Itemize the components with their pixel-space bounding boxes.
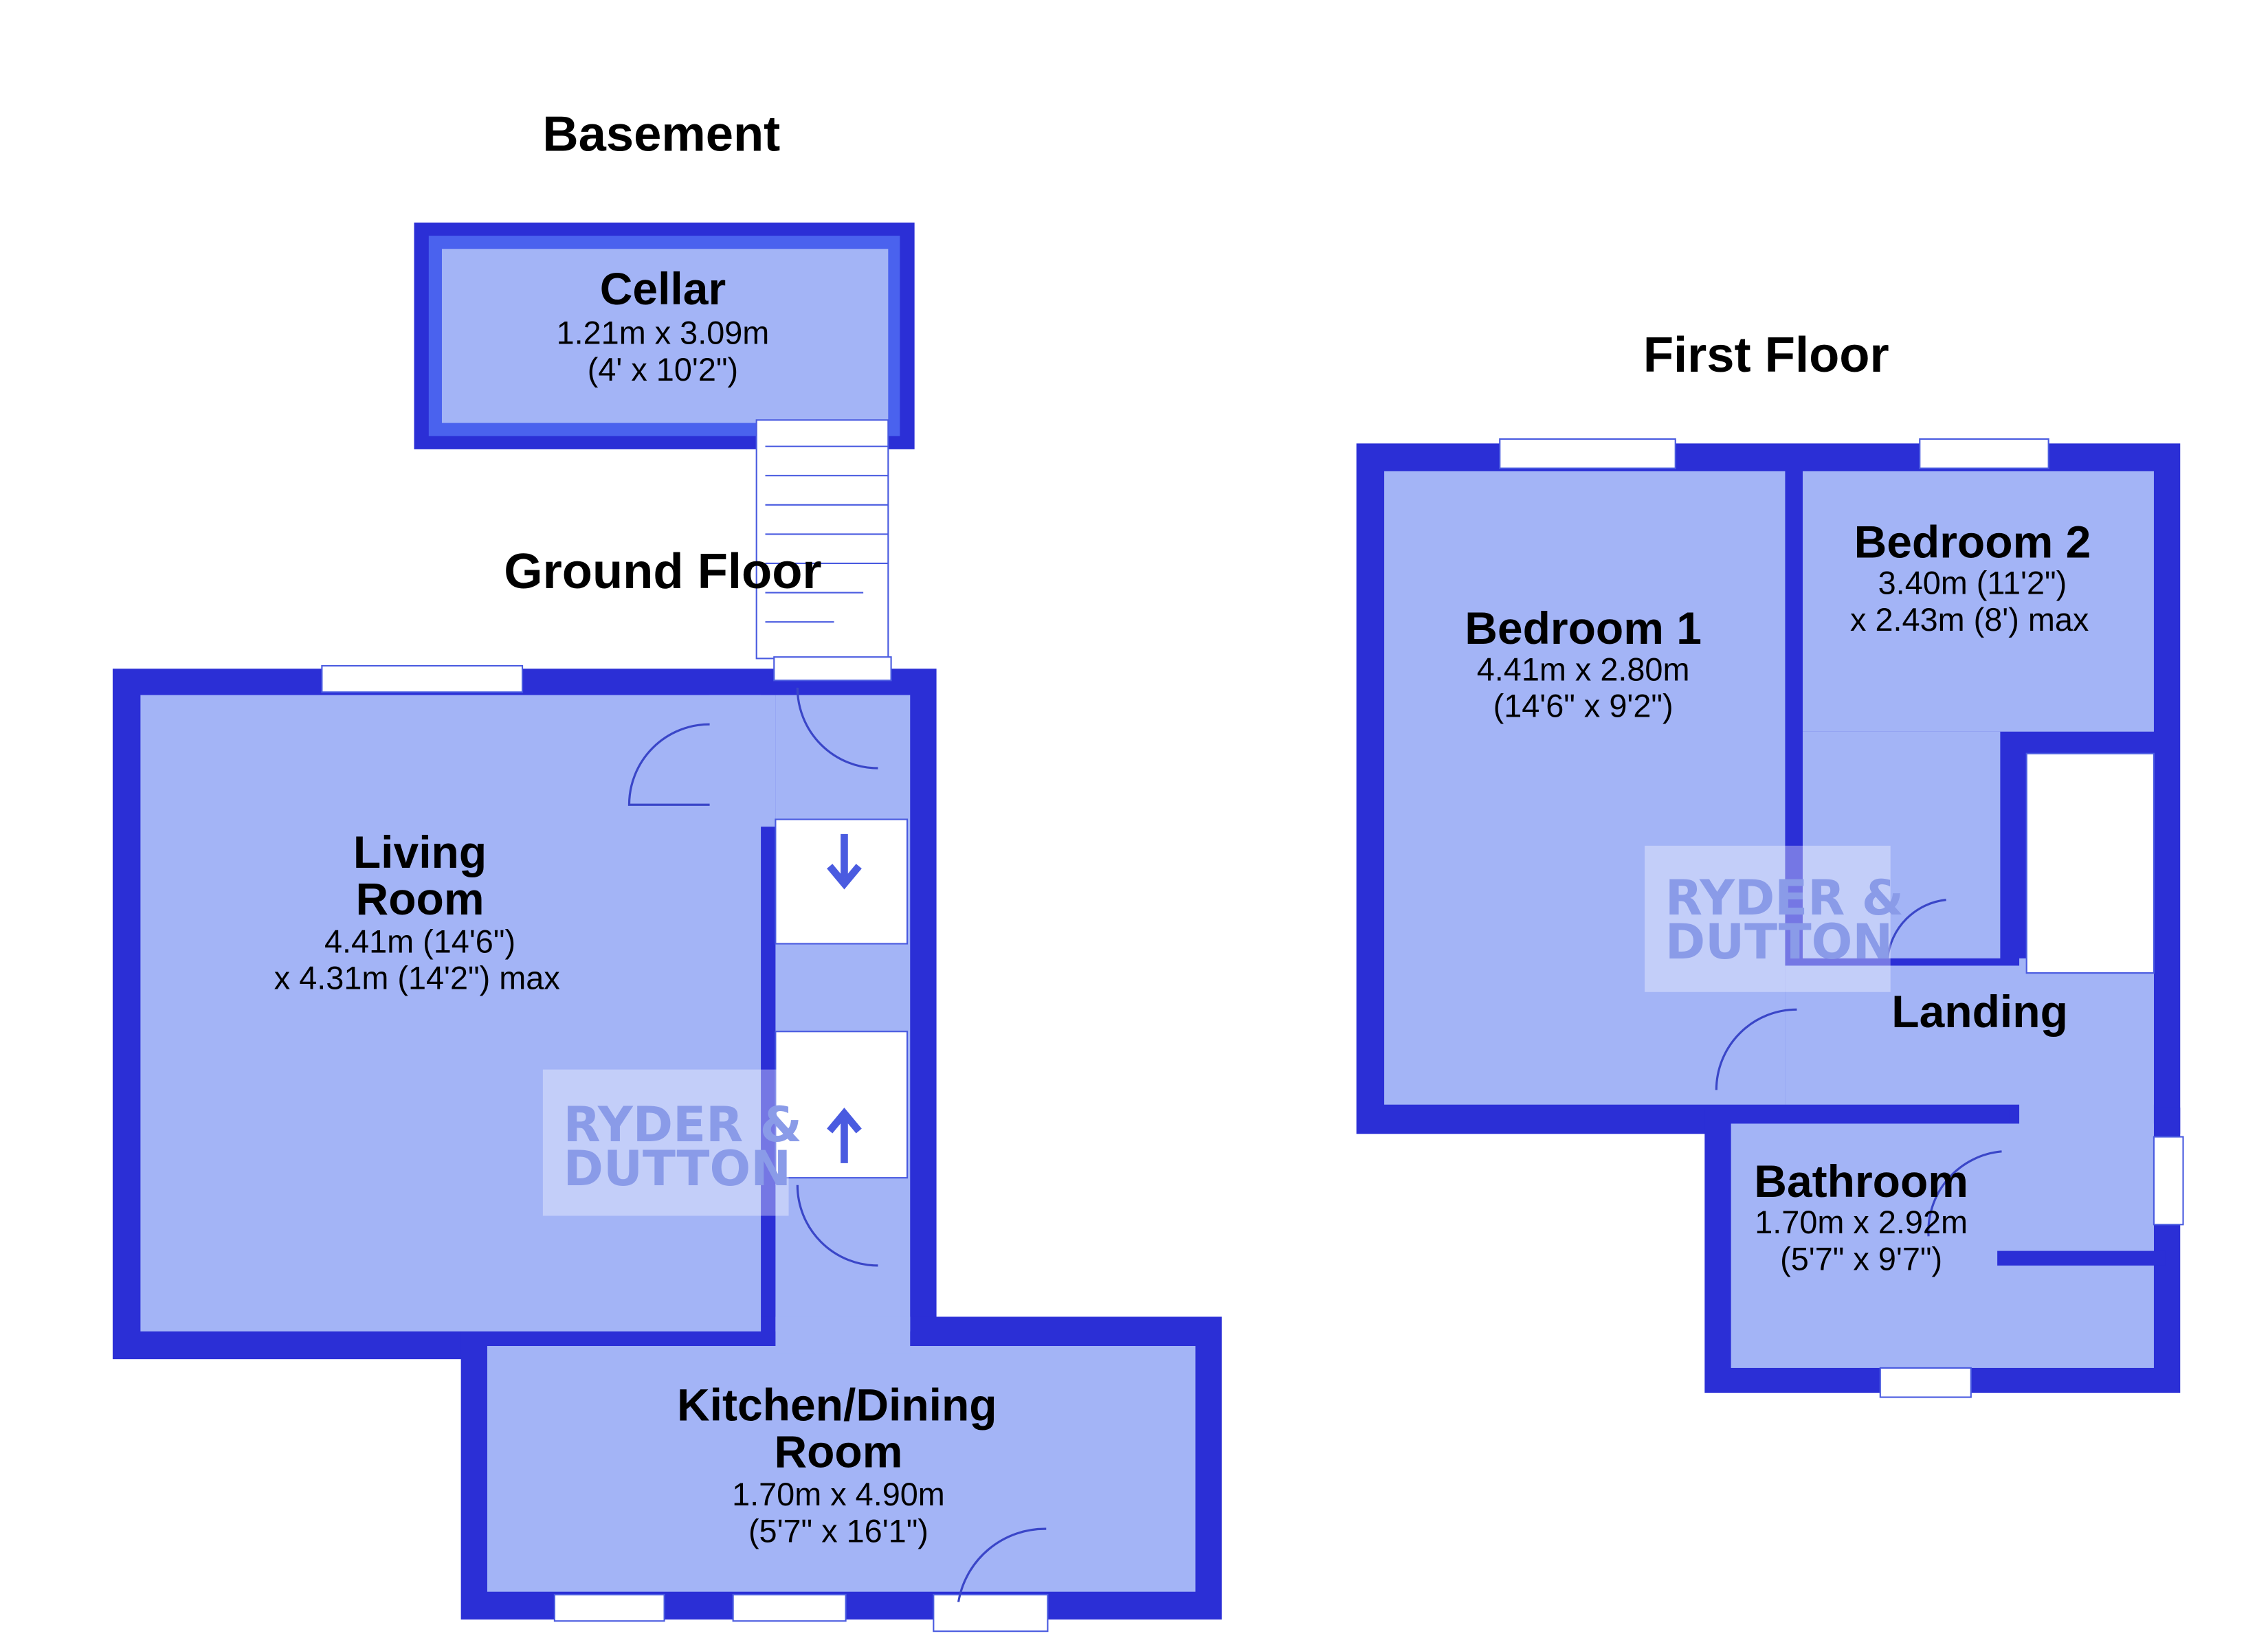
ground-floor-walls [112,669,1222,1620]
ground-doors [627,687,1047,1602]
internal-stairs [775,818,909,1179]
landing-name: Landing [1891,986,2068,1037]
back-door-frame [933,1593,1049,1633]
svg-text:DUTTON: DUTTON [564,1141,791,1197]
living-window [321,664,524,693]
living-name-1: Living [353,827,487,877]
kitchen-window-2 [732,1593,847,1622]
stair-treads [765,445,889,623]
cellar-room [414,222,915,449]
arrow-down-icon [827,833,862,890]
cellar-dim-imperial: (4' x 10'2") [588,352,738,388]
kitchen-dim-2: (5'7" x 16'1") [748,1513,929,1549]
first-floor-walls [1356,443,2181,1393]
bedroom1-dim-1: 4.41m x 2.80m [1477,651,1690,687]
cellar-stairs [755,419,889,660]
watermark-first: RYDER & DUTTON [1645,845,1904,992]
bedroom2-dim-2: x 2.43m (8') max [1850,602,2089,638]
watermark-ground: RYDER & DUTTON [542,1069,802,1216]
cellar-name: Cellar [600,263,726,314]
bathroom-dim-1: 1.70m x 2.92m [1755,1204,1968,1240]
bathroom-name: Bathroom [1754,1156,1968,1207]
bedroom2-dim-1: 3.40m (11'2") [1878,565,2067,601]
svg-text:RYDER &: RYDER & [1665,870,1904,926]
kitchen-name-2: Room [774,1426,902,1477]
bedroom1-window [1499,438,1676,469]
living-dim-1: 4.41m (14'6") [324,923,515,959]
bathroom-dim-2: (5'7" x 9'7") [1780,1241,1942,1277]
first-doors [1715,899,2002,1237]
bedroom1-name: Bedroom 1 [1465,603,1702,653]
cellar-dim-metric: 1.21m x 3.09m [557,315,770,351]
bedroom1-dim-2: (14'6" x 9'2") [1493,688,1674,724]
kitchen-window-1 [553,1593,665,1622]
landing-window [2153,1136,2184,1226]
arrow-up-icon [827,1108,862,1163]
first-floor-title: First Floor [1643,327,1889,383]
kitchen-dim-1: 1.70m x 4.90m [732,1477,945,1512]
svg-text:RYDER &: RYDER & [564,1097,802,1153]
bathroom-window [1879,1367,1972,1398]
kitchen-name-1: Kitchen/Dining [677,1380,997,1431]
basement-title: Basement [542,106,780,162]
front-door-frame [773,656,892,682]
ground-floor-title: Ground Floor [504,543,821,599]
bedroom2-name: Bedroom 2 [1854,516,2091,567]
bedroom2-window [1919,438,2049,469]
living-name-2: Room [356,873,485,924]
living-dim-2: x 4.31m (14'2") max [274,961,560,996]
svg-text:DUTTON: DUTTON [1665,914,1893,970]
